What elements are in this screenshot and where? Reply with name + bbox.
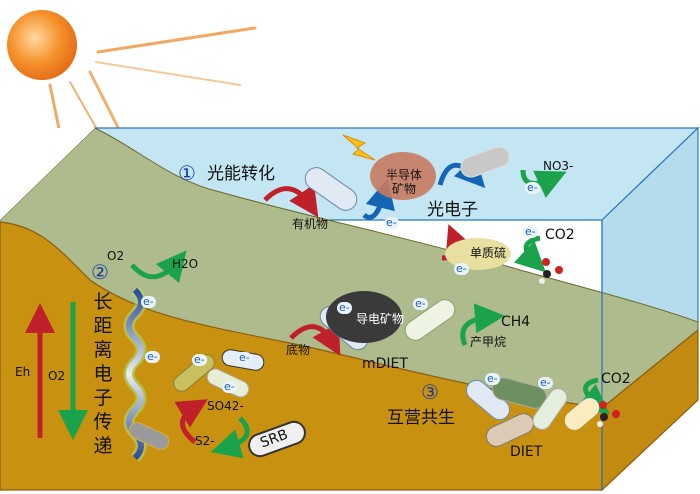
substrate-label: 底物 — [286, 343, 311, 357]
sulfide-label: S2- — [195, 434, 215, 448]
diet-label: DIET — [510, 444, 543, 460]
co2-top-label: CO2 — [545, 227, 575, 243]
photoelectron-label: 光电子 — [427, 200, 478, 220]
electron-marker: e- — [337, 301, 352, 314]
ch4-label: CH4 — [501, 314, 531, 330]
electron-marker: e- — [523, 225, 538, 238]
electron-marker: e- — [145, 350, 160, 363]
electron-marker: e- — [485, 372, 500, 385]
electron-marker: e- — [384, 216, 399, 229]
electron-marker: e- — [192, 353, 207, 366]
electron-marker: e- — [454, 262, 469, 275]
semiconductor-mineral-label: 半导体矿物 — [385, 168, 422, 196]
section-2-number: ② — [91, 260, 109, 284]
sun-icon — [7, 10, 77, 80]
o2-label: O2 — [107, 249, 125, 263]
nitrate-label: NO3- — [543, 159, 574, 173]
conductive-mineral-label: 导电矿物 — [356, 312, 405, 326]
formic-acid-molecules — [539, 258, 620, 427]
section-1-number: ① — [178, 161, 196, 185]
h2o-label: H2O — [172, 257, 199, 271]
mdiet-label: mDIET — [362, 356, 408, 372]
section-3-number: ③ — [421, 380, 439, 404]
section-3-title: 互营共生 — [387, 408, 455, 428]
organic-matter-label: 有机物 — [292, 217, 329, 231]
section-1-title: 光能转化 — [207, 164, 275, 184]
sulfate-label: SO42- — [207, 399, 244, 413]
electron-marker: e- — [538, 376, 553, 389]
electron-marker: e- — [525, 181, 540, 194]
electron-marker: e- — [222, 380, 237, 393]
lightning-icon — [342, 134, 376, 161]
section-2-title: 长距离电子传递 — [93, 291, 113, 457]
o2-gradient-label: O2 — [48, 369, 66, 383]
eh-label: Eh — [15, 365, 31, 379]
elemental-sulfur-label: 单质硫 — [470, 246, 507, 260]
minerals — [326, 134, 511, 343]
electron-marker: e- — [237, 351, 252, 364]
electron-marker: e- — [413, 297, 428, 310]
electron-marker: e- — [141, 295, 156, 308]
co2-bottom-label: CO2 — [601, 371, 631, 387]
methanogenesis-label: 产甲烷 — [470, 335, 507, 349]
cable-bacterium — [128, 422, 170, 450]
